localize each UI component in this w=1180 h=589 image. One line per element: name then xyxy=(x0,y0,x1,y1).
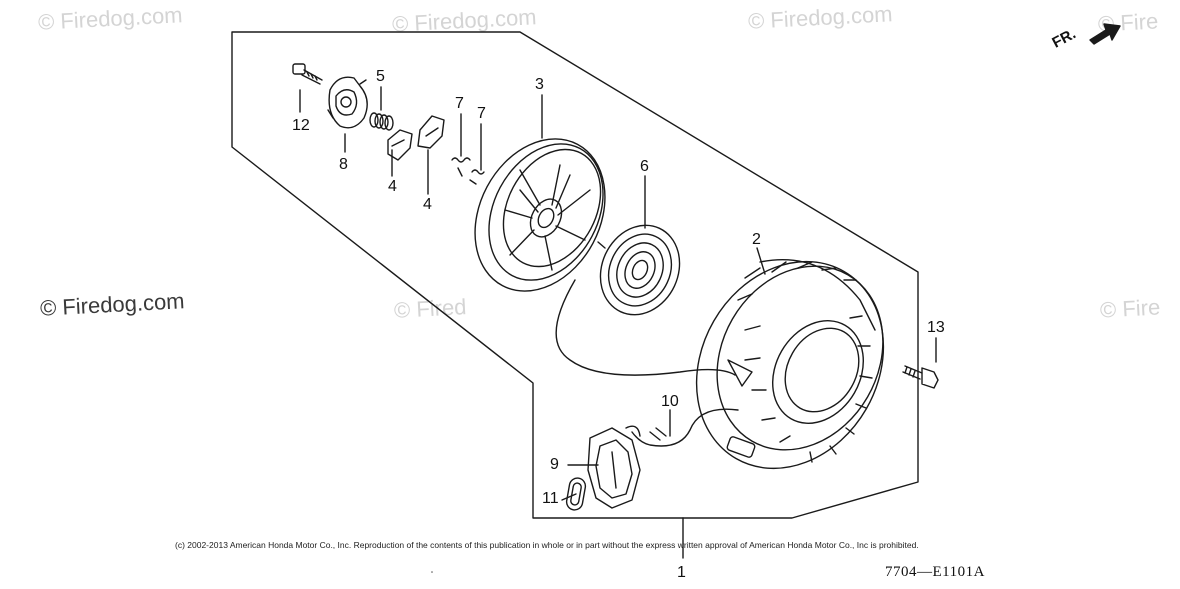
callout-7b: 7 xyxy=(477,105,486,122)
starter-grip-9 xyxy=(587,425,641,509)
callout-4b: 4 xyxy=(423,196,432,213)
callout-13: 13 xyxy=(927,319,945,336)
drawing-code: 7704—E1101A xyxy=(885,564,985,580)
flange-bolt-13 xyxy=(902,365,939,389)
small-spring-7a xyxy=(451,157,471,177)
spring-5 xyxy=(369,112,394,131)
recoil-spring-6 xyxy=(597,224,681,316)
starter-case-2 xyxy=(695,258,885,470)
recoil-reel-3 xyxy=(474,138,606,292)
callout-6: 6 xyxy=(640,158,649,175)
callout-10: 10 xyxy=(661,393,679,410)
callout-12: 12 xyxy=(292,117,310,134)
copyright-notice: (c) 2002-2013 American Honda Motor Co., … xyxy=(175,540,919,550)
assembly-number: 1 xyxy=(677,564,686,581)
callout-4a: 4 xyxy=(388,178,397,195)
front-arrow-icon xyxy=(1089,23,1121,45)
callout-5: 5 xyxy=(376,68,385,85)
grip-insert-11 xyxy=(565,477,587,511)
assembly-outline xyxy=(231,31,919,519)
callout-9: 9 xyxy=(550,456,559,473)
callout-8: 8 xyxy=(339,156,348,173)
callout-7a: 7 xyxy=(455,95,464,112)
pawl-4a xyxy=(387,129,413,161)
ratchet-plate-8 xyxy=(327,76,368,129)
small-spring-7b xyxy=(469,169,485,185)
bolt-12 xyxy=(292,63,323,85)
callout-3: 3 xyxy=(535,76,544,93)
callout-11: 11 xyxy=(542,490,559,507)
starter-rope xyxy=(555,279,736,376)
pawl-4b xyxy=(417,115,445,149)
starter-rope-10 xyxy=(631,408,739,447)
callout-2: 2 xyxy=(752,231,761,248)
